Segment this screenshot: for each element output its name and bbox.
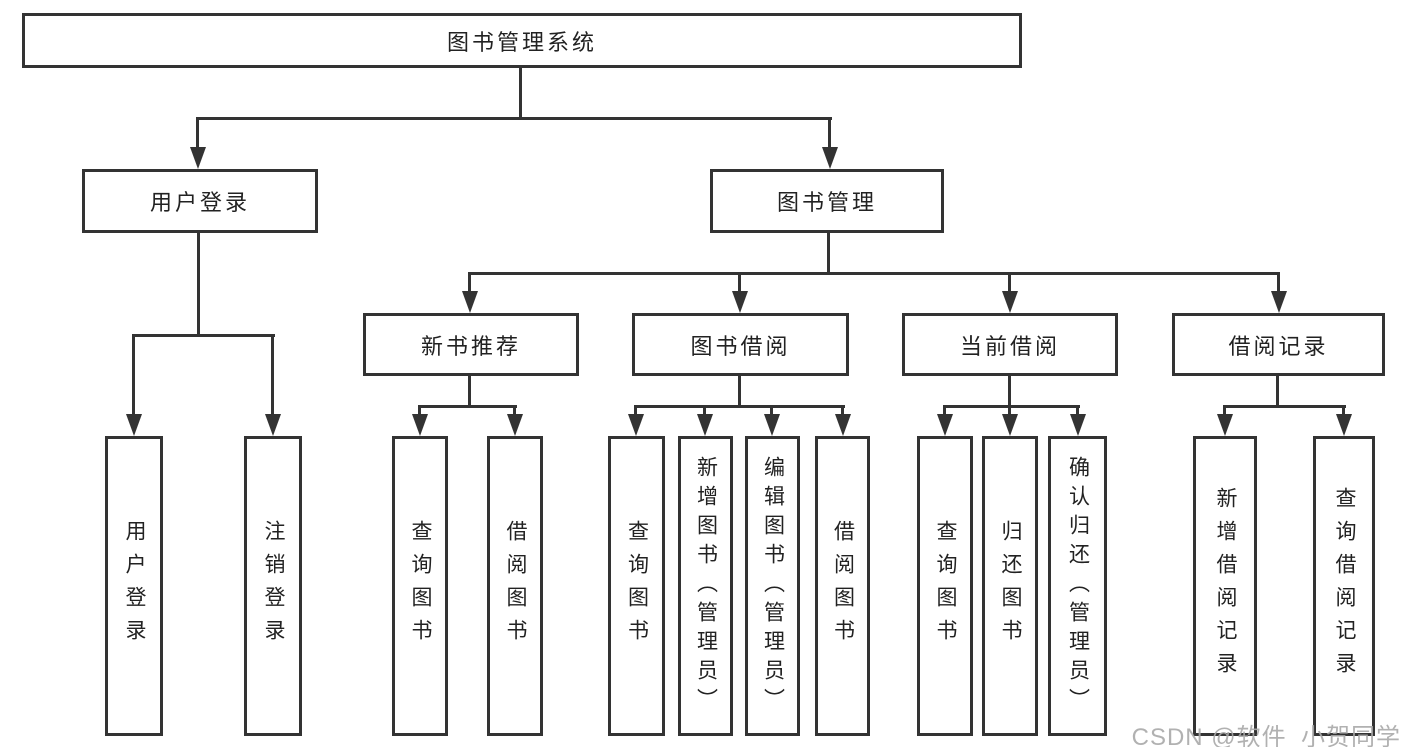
connector-records-stem [1276, 376, 1279, 408]
connector-to-records [1277, 272, 1280, 294]
csdn-watermark: CSDN @软件_小贺同学 [1131, 724, 1401, 747]
connector-br-leaf1 [1223, 405, 1226, 418]
connector-newbooks-split [418, 405, 517, 408]
connector-login-split [132, 334, 275, 337]
connector-bb-leaf4 [841, 405, 844, 418]
leaf-br-add-record: 新增借阅记录 [1193, 436, 1257, 736]
arrow-cb-leaf2 [1002, 414, 1018, 436]
node-root-label: 图书管理系统 [446, 29, 597, 55]
leaf-user-login-label: 用户登录 [123, 520, 146, 652]
arrow-cb-leaf1 [937, 414, 953, 436]
connector-root-split [196, 117, 832, 120]
connector-nb-leaf1 [418, 405, 421, 418]
node-new-book-recommend: 新书推荐 [363, 313, 579, 376]
connector-cb-leaf2 [1008, 405, 1011, 418]
node-current-borrowing: 当前借阅 [902, 313, 1118, 376]
leaf-bb-query-books: 查询图书 [608, 436, 665, 736]
leaf-bb-edit-books-admin: 编辑图书（管理员） [745, 436, 800, 736]
connector-to-login-leaf [132, 334, 135, 418]
node-book-borrowing-label: 图书借阅 [690, 333, 791, 359]
connector-borrowing-split [634, 405, 845, 408]
arrow-to-records [1271, 291, 1287, 313]
connector-borrowing-stem [738, 376, 741, 408]
leaf-nb-query-books-label: 查询图书 [409, 520, 432, 652]
connector-current-stem [1008, 376, 1011, 408]
connector-br-leaf2 [1342, 405, 1345, 418]
connector-current-split [943, 405, 1080, 408]
arrow-cb-leaf3 [1070, 414, 1086, 436]
leaf-nb-query-books: 查询图书 [392, 436, 448, 736]
leaf-bb-borrow-books-label: 借阅图书 [831, 520, 855, 652]
leaf-bb-query-books-label: 查询图书 [625, 520, 649, 652]
leaf-user-login: 用户登录 [105, 436, 163, 736]
connector-bb-leaf3 [770, 405, 773, 418]
node-root: 图书管理系统 [22, 13, 1022, 68]
arrow-bb-leaf4 [835, 414, 851, 436]
arrow-to-current [1002, 291, 1018, 313]
arrow-bb-leaf1 [628, 414, 644, 436]
node-borrowing-records: 借阅记录 [1172, 313, 1385, 376]
leaf-cb-return-books: 归还图书 [982, 436, 1038, 736]
arrow-to-newbooks [462, 291, 478, 313]
arrow-to-books [822, 147, 838, 169]
connector-to-logout-leaf [271, 334, 274, 418]
node-user-login: 用户登录 [82, 169, 318, 233]
connector-records-split [1223, 405, 1346, 408]
connector-to-current [1008, 272, 1011, 294]
leaf-cb-query-books-label: 查询图书 [934, 520, 957, 652]
arrow-br-leaf1 [1217, 414, 1233, 436]
leaf-br-query-record: 查询借阅记录 [1313, 436, 1375, 736]
node-book-borrowing: 图书借阅 [632, 313, 849, 376]
arrow-bb-leaf2 [697, 414, 713, 436]
arrow-to-logout-leaf [265, 414, 281, 436]
leaf-cb-confirm-return-admin: 确认归还（管理员） [1048, 436, 1107, 736]
connector-newbooks-stem [468, 376, 471, 408]
connector-to-books [828, 117, 831, 151]
arrow-to-borrowing [732, 291, 748, 313]
connector-cb-leaf1 [943, 405, 946, 418]
arrow-to-login-leaf [126, 414, 142, 436]
leaf-bb-add-books-admin-label: 新增图书（管理员） [694, 455, 718, 717]
leaf-logout-label: 注销登录 [262, 520, 285, 652]
node-book-management: 图书管理 [710, 169, 944, 233]
leaf-nb-borrow-books-label: 借阅图书 [504, 520, 527, 652]
connector-to-newbooks [468, 272, 471, 294]
node-book-management-label: 图书管理 [776, 190, 877, 215]
leaf-bb-add-books-admin: 新增图书（管理员） [678, 436, 733, 736]
node-user-login-label: 用户登录 [149, 190, 250, 215]
leaf-nb-borrow-books: 借阅图书 [487, 436, 543, 736]
leaf-bb-edit-books-admin-label: 编辑图书（管理员） [761, 455, 785, 717]
connector-books-stem [827, 233, 830, 275]
arrow-nb-leaf1 [412, 414, 428, 436]
leaf-br-add-record-label: 新增借阅记录 [1214, 487, 1237, 685]
leaf-br-query-record-label: 查询借阅记录 [1333, 487, 1356, 685]
leaf-cb-confirm-return-admin-label: 确认归还（管理员） [1066, 455, 1090, 717]
connector-to-borrowing [738, 272, 741, 294]
arrow-bb-leaf3 [764, 414, 780, 436]
connector-root-stem [519, 68, 522, 119]
leaf-bb-borrow-books: 借阅图书 [815, 436, 870, 736]
node-current-borrowing-label: 当前借阅 [959, 333, 1060, 359]
connector-bb-leaf1 [634, 405, 637, 418]
connector-cb-leaf3 [1076, 405, 1079, 418]
leaf-cb-query-books: 查询图书 [917, 436, 973, 736]
node-new-book-recommend-label: 新书推荐 [420, 333, 521, 359]
connector-login-stem [197, 233, 200, 337]
connector-bb-leaf2 [703, 405, 706, 418]
arrow-to-login [190, 147, 206, 169]
arrow-nb-leaf2 [507, 414, 523, 436]
connector-to-login [196, 117, 199, 151]
arrow-br-leaf2 [1336, 414, 1352, 436]
leaf-logout: 注销登录 [244, 436, 302, 736]
node-borrowing-records-label: 借阅记录 [1228, 333, 1329, 359]
connector-books-split [468, 272, 1280, 275]
connector-nb-leaf2 [513, 405, 516, 418]
leaf-cb-return-books-label: 归还图书 [999, 520, 1022, 652]
